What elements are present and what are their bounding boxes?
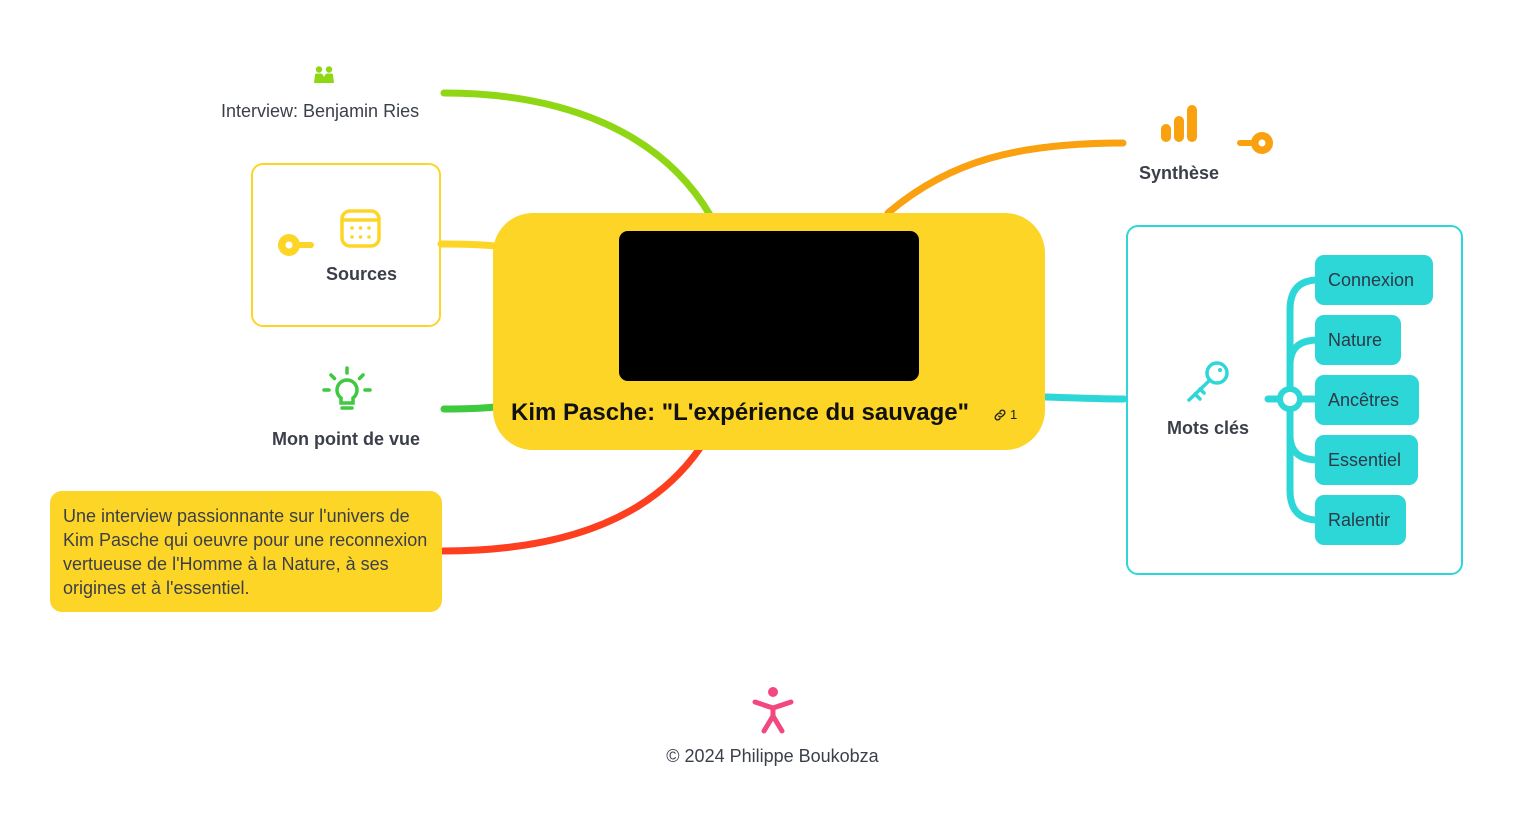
keyword-connexion[interactable]: Connexion	[1315, 255, 1433, 305]
interview-label[interactable]: Interview: Benjamin Ries	[221, 101, 420, 121]
connector-mots-cles	[1041, 393, 1128, 403]
link-count: 1	[1010, 407, 1018, 422]
sources-node[interactable]	[251, 163, 441, 327]
lightbulb-icon	[322, 366, 372, 421]
synthese-collapse-handle	[1237, 132, 1273, 154]
connector-point-de-vue	[440, 403, 499, 413]
accessibility-person-icon	[752, 686, 794, 739]
mots-cles-label[interactable]: Mots clés	[1167, 418, 1250, 438]
mots-cles-node[interactable]	[1126, 225, 1463, 575]
connector-note	[439, 444, 704, 555]
keyword-connectors	[1264, 276, 1322, 524]
keyword-ancetres[interactable]: Ancêtres	[1315, 375, 1419, 425]
key-icon	[1186, 360, 1232, 407]
sources-collapse-handle	[278, 234, 314, 256]
people-icon	[313, 65, 335, 90]
calendar-icon	[340, 207, 381, 253]
keyword-nature[interactable]: Nature	[1315, 315, 1401, 365]
central-media-placeholder	[619, 231, 919, 381]
connector-sources	[437, 240, 499, 250]
keyword-ralentir[interactable]: Ralentir	[1315, 495, 1406, 545]
link-badge[interactable]: 1	[993, 407, 1017, 422]
connector-synthese	[884, 139, 1127, 217]
bar-chart-icon	[1160, 104, 1200, 149]
connector-interview	[440, 89, 714, 219]
synthese-label[interactable]: Synthèse	[1139, 163, 1220, 183]
keyword-essentiel[interactable]: Essentiel	[1315, 435, 1418, 485]
sources-label[interactable]: Sources	[326, 264, 398, 284]
keyword-hub	[1277, 386, 1303, 412]
summary-note[interactable]: Une interview passionnante sur l'univers…	[50, 491, 442, 612]
copyright-footer: © 2024 Philippe Boukobza	[666, 746, 879, 766]
link-icon	[994, 409, 1006, 420]
central-topic[interactable]: Kim Pasche: "L'expérience du sauvage" 1	[493, 213, 1045, 450]
point-de-vue-label[interactable]: Mon point de vue	[272, 429, 420, 449]
central-title: Kim Pasche: "L'expérience du sauvage"	[511, 399, 969, 426]
